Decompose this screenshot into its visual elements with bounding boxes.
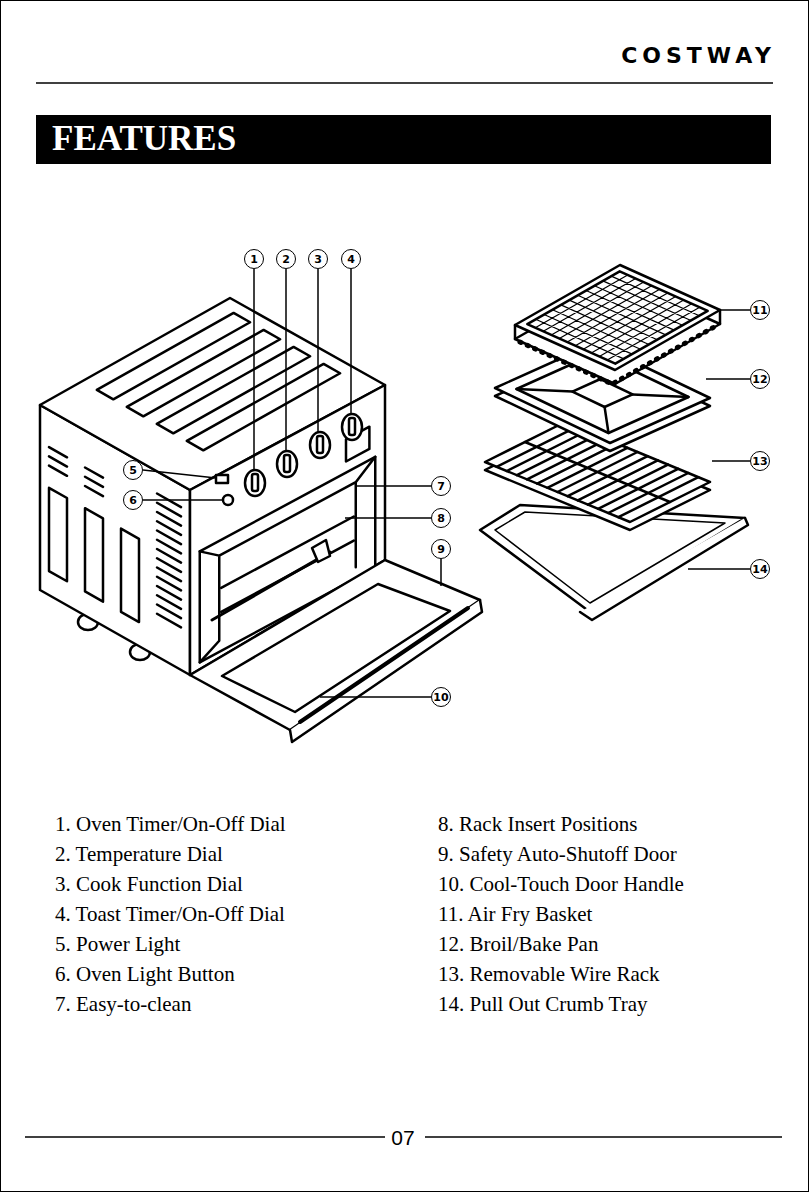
feature-item: 13. Removable Wire Rack [438, 963, 660, 985]
leader-line [706, 378, 750, 380]
callout-number: 13 [752, 456, 767, 467]
oven-drawing [40, 298, 482, 742]
door-edge [290, 600, 482, 742]
air-fry-basket [515, 265, 720, 370]
knob [245, 470, 265, 496]
crumb-tray-inner [495, 512, 725, 603]
leader-line [350, 269, 352, 414]
feature-item: 14. Pull Out Crumb Tray [438, 993, 647, 1015]
callout-circle: 1 [244, 249, 264, 269]
oven-light-button [223, 495, 233, 505]
pan-center [572, 379, 632, 407]
knob [342, 414, 362, 440]
leader-line [688, 568, 750, 570]
leader-line [143, 470, 216, 478]
leader-line [440, 559, 442, 586]
leader-line [317, 269, 319, 432]
callout-number: 8 [437, 513, 445, 524]
footer-rule [25, 1136, 385, 1138]
callout-circle: 6 [123, 490, 143, 510]
callout-number: 4 [347, 254, 355, 265]
basket-mesh-frame [527, 271, 707, 363]
accessories [480, 265, 748, 620]
rack-insert [312, 540, 330, 562]
feature-item: 4. Toast Timer/On-Off Dial [55, 903, 285, 925]
leader-line [253, 269, 255, 470]
leader-line [143, 499, 223, 501]
knob [277, 451, 297, 477]
feature-item: 2. Temperature Dial [55, 843, 223, 865]
knob-grip [349, 418, 355, 435]
feature-item: 9. Safety Auto-Shutoff Door [438, 843, 677, 865]
callout-number: 7 [437, 481, 445, 492]
knob [310, 432, 330, 458]
title-band [36, 115, 771, 164]
feature-item: 6. Oven Light Button [55, 963, 235, 985]
callout-circle: 3 [308, 249, 328, 269]
power-light [216, 475, 228, 483]
vent-slot [85, 508, 103, 601]
callout-number: 10 [433, 692, 448, 703]
vent-slot [49, 488, 67, 581]
callout-number: 12 [752, 374, 767, 385]
feature-item: 8. Rack Insert Positions [438, 813, 638, 835]
feature-item: 3. Cook Function Dial [55, 873, 243, 895]
feature-item: 7. Easy-to-clean [55, 993, 191, 1015]
callout-number: 6 [129, 495, 137, 506]
page-number: 07 [391, 1126, 414, 1150]
leader-line [345, 517, 431, 519]
feature-item: 10. Cool-Touch Door Handle [438, 873, 684, 895]
feature-item: 11. Air Fry Basket [438, 903, 592, 925]
leader-line [355, 485, 431, 487]
callout-circle: 8 [431, 508, 451, 528]
callout-circle: 9 [431, 539, 451, 559]
callout-circle: 5 [123, 460, 143, 480]
knob-grip [252, 474, 258, 491]
footer-rule [425, 1136, 782, 1138]
leader-line [320, 696, 431, 698]
callout-circle: 10 [431, 687, 451, 707]
brand-logo: COSTWAY [621, 44, 776, 68]
callout-number: 5 [129, 465, 137, 476]
callout-circle: 13 [750, 451, 770, 471]
header-rule [36, 82, 773, 84]
callout-number: 9 [437, 544, 445, 555]
callout-circle: 11 [750, 300, 770, 320]
callout-number: 3 [314, 254, 322, 265]
leader-lines [143, 269, 750, 697]
callout-number: 1 [250, 254, 258, 265]
callout-number: 11 [752, 305, 767, 316]
callout-circle: 12 [750, 369, 770, 389]
callout-number: 2 [282, 254, 290, 265]
callout-circle: 14 [750, 559, 770, 579]
callout-circle: 4 [341, 249, 361, 269]
leader-line [712, 460, 750, 462]
callout-number: 14 [752, 564, 767, 575]
feature-item: 1. Oven Timer/On-Off Dial [55, 813, 286, 835]
door-handle [300, 608, 468, 722]
knob-grip [317, 436, 323, 453]
callout-circle: 2 [276, 249, 296, 269]
feature-item: 12. Broil/Bake Pan [438, 933, 598, 955]
vent-slot [121, 529, 139, 622]
feature-item: 5. Power Light [55, 933, 180, 955]
knob-grip [284, 455, 290, 472]
page-title: FEATURES [52, 119, 236, 159]
basket-mesh [527, 271, 707, 363]
leader-line [285, 269, 287, 451]
leader-line [718, 309, 750, 311]
callout-circle: 7 [431, 476, 451, 496]
basket-outline [515, 265, 720, 370]
